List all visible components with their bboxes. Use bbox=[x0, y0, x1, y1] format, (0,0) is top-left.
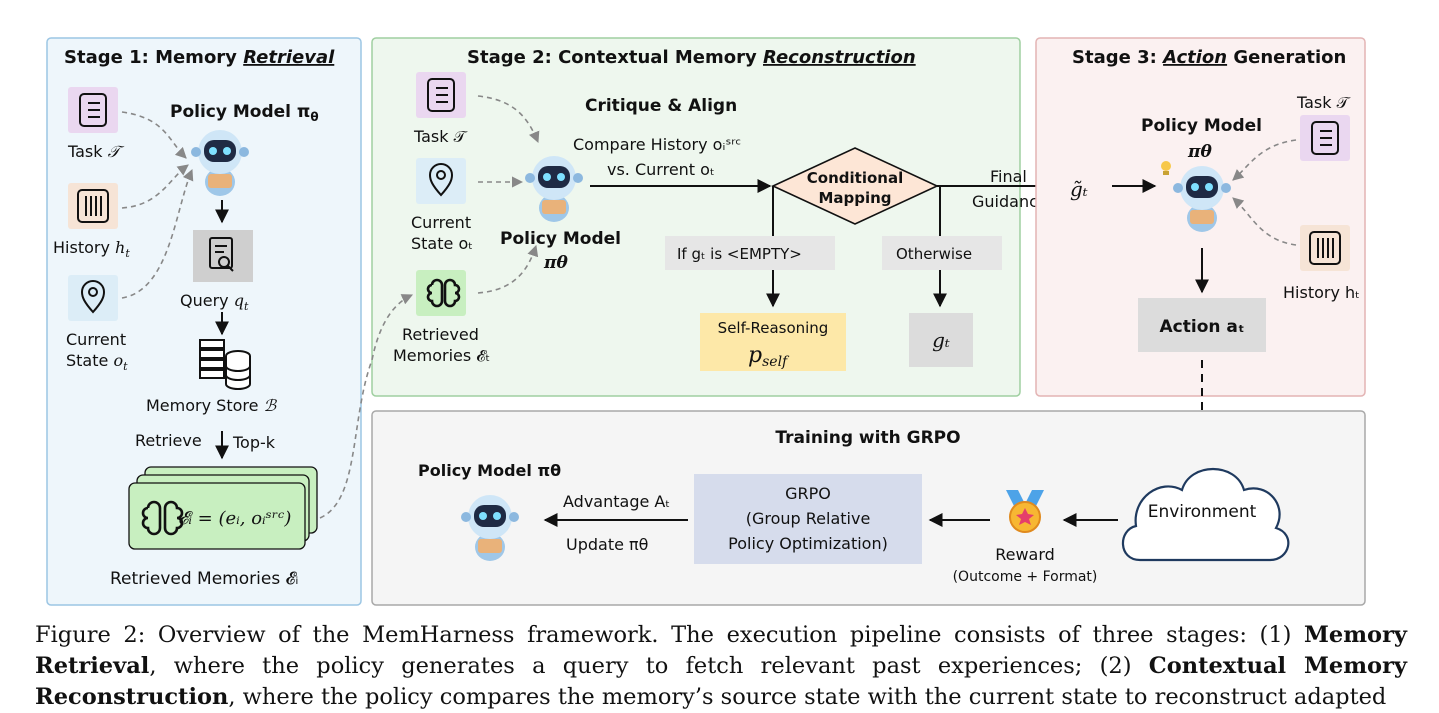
stage2-state-icon bbox=[416, 158, 466, 204]
compare-line2: vs. Current oₜ bbox=[607, 160, 715, 179]
grpo-line1: GRPO bbox=[785, 484, 831, 503]
stage2-panel bbox=[371, 37, 1021, 397]
reward-label: Reward bbox=[995, 545, 1055, 564]
stage1-history-icon bbox=[68, 183, 118, 229]
retrieved-memories-label: Retrieved Memories 𝓔ᵢ bbox=[110, 569, 298, 589]
stage2-retrieved-label2: Memories 𝓔ₜ bbox=[393, 346, 490, 365]
stage2-current-label: Current bbox=[411, 213, 471, 232]
stage3-task-label: Task 𝒯 bbox=[1296, 93, 1352, 112]
if-empty-label: If gₜ is <EMPTY> bbox=[677, 245, 802, 263]
memharness-diagram: Stage 1: Memory Retrieval Task 𝒯 History… bbox=[46, 37, 1366, 606]
stage3-title: Stage 3: Action Generation bbox=[1072, 47, 1346, 68]
p-self: pself bbox=[748, 343, 790, 370]
database-icon bbox=[199, 339, 251, 390]
diamond-line1: Conditional bbox=[807, 169, 903, 187]
stage2-task-label: Task 𝒯 bbox=[413, 127, 469, 146]
stage1-state-icon bbox=[68, 275, 118, 321]
grpo-box bbox=[694, 474, 922, 564]
brain-icon bbox=[426, 278, 461, 308]
g-t-box bbox=[909, 313, 973, 367]
stage3-policy-sym: πθ bbox=[1187, 142, 1212, 162]
g-tilde-label: g̃ₜ bbox=[1070, 177, 1088, 201]
reward-detail: (Outcome + Format) bbox=[953, 569, 1098, 585]
stage1-task-label: Task 𝒯 bbox=[67, 142, 125, 161]
lightbulb-icon bbox=[1161, 161, 1171, 175]
cloud-icon bbox=[1121, 468, 1290, 562]
update-label: Update πθ bbox=[566, 535, 648, 554]
critique-align: Critique & Align bbox=[585, 96, 737, 116]
query-label: Query qt bbox=[180, 291, 249, 313]
training-title: Training with GRPO bbox=[775, 428, 960, 448]
advantage-label: Advantage Aₜ bbox=[563, 492, 670, 511]
memory-store-label: Memory Store ℬ bbox=[146, 396, 278, 415]
grpo-line2: (Group Relative bbox=[746, 509, 871, 528]
action-box bbox=[1138, 298, 1266, 352]
stage1-state-label: State ot bbox=[66, 351, 128, 373]
checklist-icon bbox=[79, 93, 107, 127]
caption-text-1: Figure 2: Overview of the MemHarness fra… bbox=[35, 622, 1305, 648]
document-search-icon bbox=[209, 237, 234, 272]
stage3-history-label: History hₜ bbox=[1283, 283, 1360, 302]
training-policy-model: Policy Model πθ bbox=[418, 461, 561, 480]
figure-caption: Figure 2: Overview of the MemHarness fra… bbox=[35, 620, 1407, 713]
stage2-title: Stage 2: Contextual Memory Reconstructio… bbox=[467, 47, 916, 68]
memory-formula: 𝓔ᵢ = (eᵢ, oᵢˢʳᶜ) bbox=[178, 508, 291, 529]
otherwise-label: Otherwise bbox=[896, 245, 972, 263]
stage1-current-label: Current bbox=[66, 330, 126, 349]
self-reasoning-label: Self-Reasoning bbox=[718, 319, 829, 337]
stage3-policy-model: Policy Model bbox=[1141, 116, 1262, 136]
caption-bold-1: Memory Retrieval bbox=[35, 622, 1407, 679]
grpo-line3: Policy Optimization) bbox=[728, 534, 888, 553]
stage2-policy-sym: πθ bbox=[543, 253, 568, 273]
history-icon bbox=[77, 189, 109, 223]
stage1-title: Stage 1: Memory Retrieval bbox=[64, 47, 335, 68]
g-t-label: gₜ bbox=[932, 328, 950, 352]
medal-icon bbox=[1006, 490, 1044, 533]
topk-label: Top-k bbox=[232, 433, 276, 452]
location-pin-icon bbox=[80, 280, 106, 314]
stage2-policy-model: Policy Model bbox=[500, 229, 621, 249]
stage2-retrieved-label1: Retrieved bbox=[402, 325, 479, 344]
guidance-label: Guidance bbox=[972, 192, 1048, 211]
caption-text-2: , where the policy generates a query to … bbox=[149, 653, 1149, 679]
self-reasoning-box bbox=[700, 313, 846, 371]
stage2-state-label: State oₜ bbox=[411, 234, 473, 253]
caption-bold-2: Contextual Memory Reconstruction bbox=[35, 653, 1407, 710]
environment-label: Environment bbox=[1148, 502, 1257, 522]
retrieve-label: Retrieve bbox=[135, 431, 202, 450]
checklist-icon bbox=[1311, 121, 1339, 155]
brain-icon bbox=[141, 500, 184, 536]
stage1-policy-model: Policy Model πθ bbox=[170, 102, 319, 124]
history-icon bbox=[1309, 231, 1341, 265]
caption-text-3: , where the policy compares the memory’s… bbox=[228, 684, 1387, 710]
stage1-history-label: History ht bbox=[53, 238, 130, 260]
final-label: Final bbox=[990, 167, 1027, 186]
stage3-history-icon bbox=[1300, 225, 1350, 271]
conditional-mapping-diamond bbox=[771, 147, 939, 225]
action-label: Action aₜ bbox=[1160, 317, 1245, 337]
location-pin-icon bbox=[428, 163, 454, 197]
stage1-panel bbox=[46, 37, 362, 606]
compare-line1: Compare History oᵢˢʳᶜ bbox=[573, 135, 741, 154]
checklist-icon bbox=[427, 78, 455, 112]
diamond-line2: Mapping bbox=[818, 189, 891, 207]
